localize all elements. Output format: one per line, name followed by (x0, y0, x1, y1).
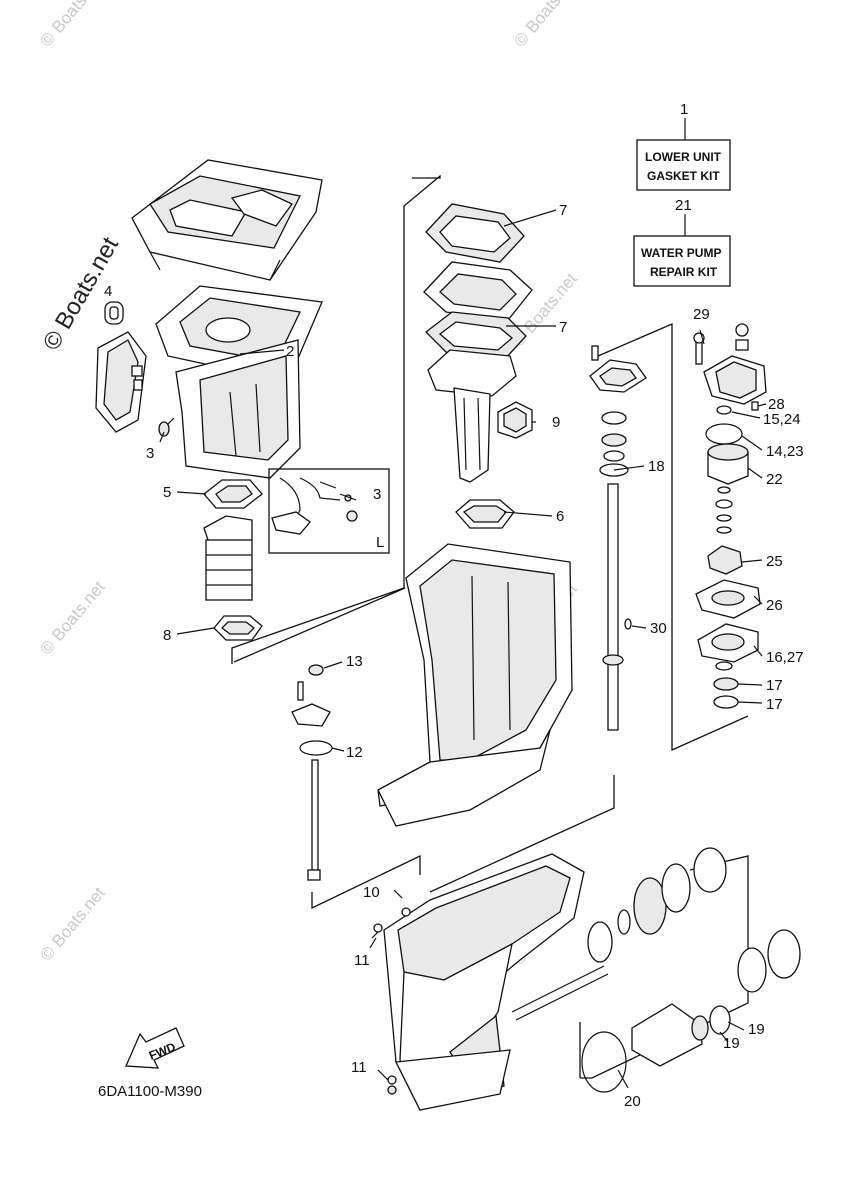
exhaust-manifold (95, 331, 147, 433)
drive-shaft-housing (175, 339, 301, 479)
lower-casing-upper (377, 543, 573, 827)
forward-arrow-icon: FWD (125, 1027, 185, 1069)
drive-shaft-assembly (589, 345, 647, 731)
watermark-site: Boats.net (522, 0, 583, 37)
kit-label-line2: GASKET KIT (647, 169, 720, 183)
callout-5: 5 (163, 484, 171, 501)
callout-2: 2 (286, 343, 294, 360)
watermarks: © Boats.net © Boats.net © Boats.net © Bo… (37, 0, 583, 969)
callout-18: 18 (648, 458, 665, 475)
callout-8: 8 (163, 627, 171, 644)
watermark-site: Boats.net (520, 269, 581, 336)
callout-11: 11 (351, 1059, 367, 1076)
callout-29: 29 (693, 306, 710, 323)
callout-16-27: 16,27 (766, 649, 804, 666)
callout-12: 12 (346, 744, 363, 761)
callout-19: 19 (748, 1021, 765, 1038)
gasket-7-upper (425, 203, 525, 263)
callout-28: 28 (768, 396, 785, 413)
watermark-site: Boats.net (48, 883, 109, 950)
spacer-plate (423, 261, 533, 321)
exhaust-tube (427, 349, 517, 483)
upper-casing-exhaust-guide (131, 159, 323, 281)
callout-14-23: 14,23 (766, 443, 804, 460)
leader-lines (159, 209, 767, 1089)
gasket-7-lower (425, 311, 527, 361)
seal-9 (497, 401, 533, 439)
callout-25: 25 (766, 553, 783, 570)
gear-case (371, 853, 585, 1111)
shift-rod-assembly (291, 664, 333, 881)
seal-8 (213, 615, 263, 641)
callout-26: 26 (766, 597, 783, 614)
kit-label-line1: WATER PUMP (641, 246, 721, 260)
callout-17: 17 (766, 696, 783, 713)
callout-17: 17 (766, 677, 783, 694)
callout-9: 9 (552, 414, 560, 431)
propeller-shaft-assembly (511, 847, 801, 1093)
callout-1: 1 (680, 101, 688, 118)
callout-4: 4 (104, 283, 112, 300)
callout-30: 30 (650, 620, 667, 637)
callout-numbers: 2 3 3 4 5 6 7 7 8 9 10 11 11 12 13 14,23… (104, 202, 804, 1110)
callout-22: 22 (766, 471, 783, 488)
inset-box-l: L (268, 468, 390, 554)
callout-3: 3 (146, 445, 154, 462)
callout-19: 19 (723, 1035, 740, 1052)
kit-label-line2: REPAIR KIT (650, 265, 718, 279)
gasket-4 (104, 301, 124, 325)
callout-3: 3 (373, 486, 381, 503)
gasket-5 (203, 479, 263, 509)
callout-15-24: 15,24 (763, 411, 801, 428)
callout-7: 7 (559, 319, 567, 336)
kit-label-line1: LOWER UNIT (645, 150, 722, 164)
lower-unit-gasket-kit-box: 1 LOWER UNIT GASKET KIT (636, 101, 731, 191)
callout-21: 21 (675, 197, 692, 214)
callout-11: 11 (354, 952, 370, 969)
bolt-3-upper (158, 417, 175, 437)
inset-label: L (376, 534, 384, 551)
callout-7: 7 (559, 202, 567, 219)
group-boundaries (231, 174, 749, 1079)
diagram-code: 6DA1100-M390 (98, 1083, 202, 1100)
watermark-site: Boats.net (48, 577, 109, 644)
callout-13: 13 (346, 653, 363, 670)
seal-6 (455, 499, 515, 529)
callout-10: 10 (363, 884, 380, 901)
extension-housing (203, 515, 253, 601)
callout-20: 20 (624, 1093, 641, 1110)
callout-6: 6 (556, 508, 564, 525)
water-pump-repair-kit-box: 21 WATER PUMP REPAIR KIT (633, 197, 731, 287)
watermark-site: Boats.net (48, 0, 109, 37)
water-pump-assembly (693, 323, 767, 709)
